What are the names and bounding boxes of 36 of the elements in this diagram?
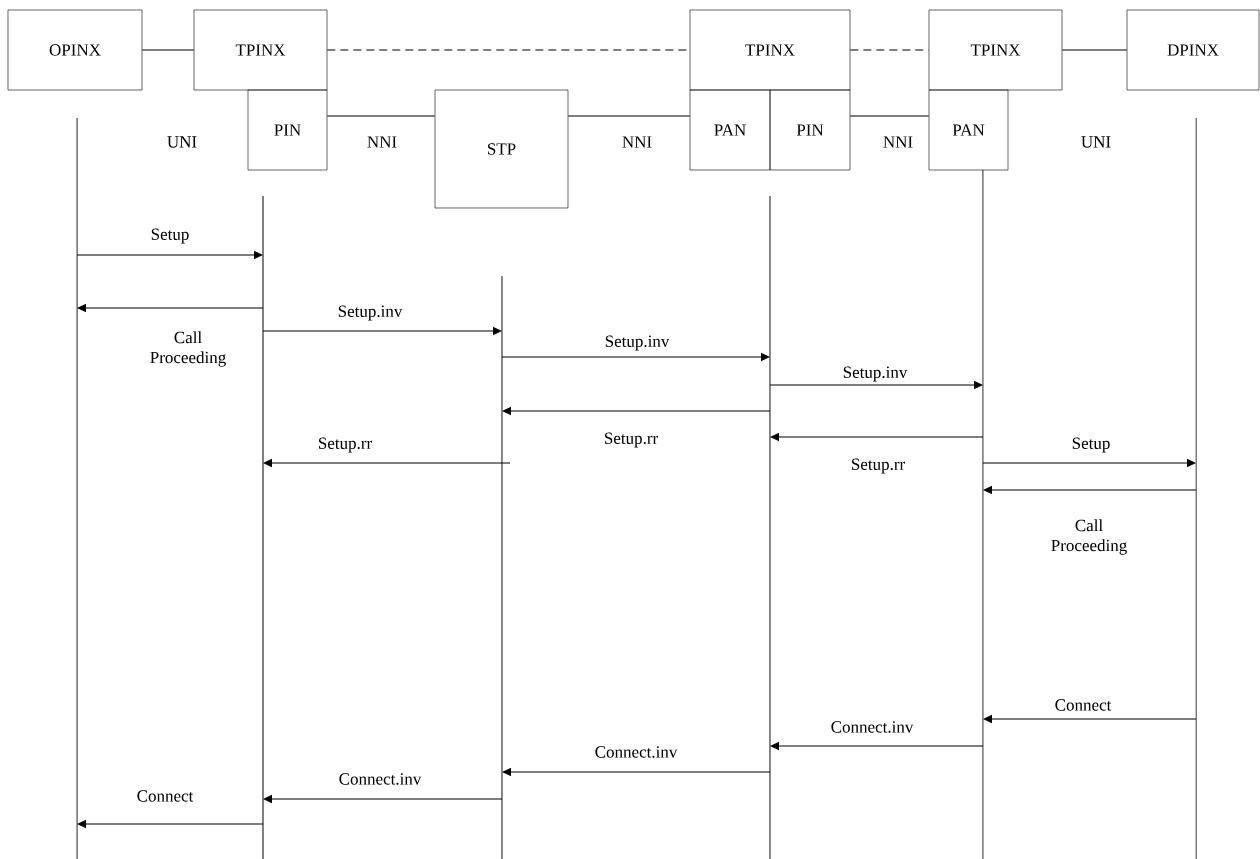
entity-box: PIN <box>769 89 851 171</box>
interface-label: UNI <box>167 136 197 148</box>
entity-box: TPINX <box>689 9 851 91</box>
entity-box: DPINX <box>1126 9 1260 91</box>
entity-box: PAN <box>689 89 771 171</box>
message-label: Connect <box>1055 699 1112 711</box>
message-label: Setup.rr <box>319 437 372 453</box>
connector-line <box>849 49 930 51</box>
message-label: Setup.rr <box>852 458 905 474</box>
connector-line <box>1061 49 1128 51</box>
entity-box: PAN <box>928 89 1009 171</box>
interface-label: NNI <box>622 136 652 148</box>
message-label: Connect.inv <box>339 773 422 785</box>
interface-label: NNI <box>883 136 913 148</box>
message-label: Connect <box>137 790 194 802</box>
entity-box: TPINX <box>193 9 328 91</box>
message-label: Call Proceeding <box>150 331 226 367</box>
message-label: Connect.inv <box>831 721 914 733</box>
connector-line <box>567 115 691 117</box>
interface-label: UNI <box>1081 136 1111 148</box>
message-label: Connect.inv <box>595 746 678 758</box>
connector-line <box>849 115 930 117</box>
message-label: Setup <box>151 228 189 244</box>
message-label: Setup.inv <box>843 366 908 382</box>
entity-box: TPINX <box>928 9 1063 91</box>
message-label: Setup <box>1072 437 1110 453</box>
message-label: Setup.rr <box>605 432 658 448</box>
connector-line <box>141 49 195 51</box>
interface-label: NNI <box>367 136 397 148</box>
entity-box: OPINX <box>7 9 143 91</box>
entity-box: STP <box>434 89 569 209</box>
message-label: Setup.inv <box>605 335 670 351</box>
message-label: Call Proceeding <box>1051 519 1127 555</box>
message-label: Setup.inv <box>338 305 403 321</box>
connector-line <box>326 115 436 117</box>
entity-box: PIN <box>247 89 328 171</box>
